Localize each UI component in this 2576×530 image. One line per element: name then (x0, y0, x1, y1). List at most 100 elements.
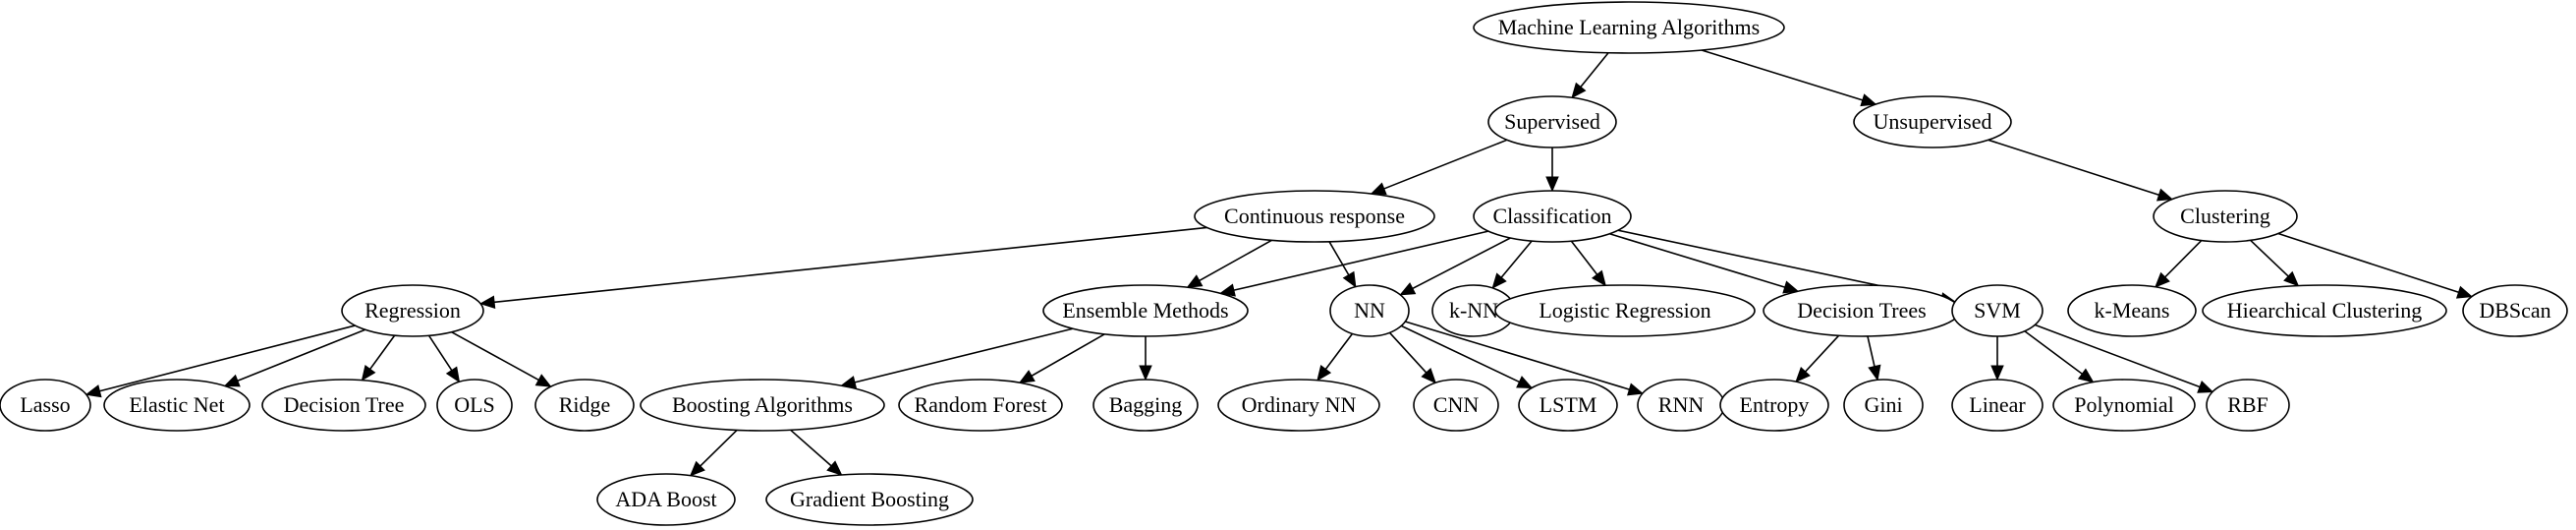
edge-svm-to-poly (2024, 330, 2095, 383)
node-label: Ensemble Methods (1062, 298, 1228, 323)
edge-line (1867, 335, 1876, 367)
arrowhead-icon (84, 384, 102, 398)
node-cnn: CNN (1413, 379, 1499, 432)
arrowhead-icon (1627, 383, 1645, 396)
node-rnn: RNN (1637, 379, 1725, 432)
node-label: Ordinary NN (1242, 392, 1357, 417)
arrowhead-icon (1018, 370, 1036, 383)
node-bag: Bagging (1092, 379, 1199, 432)
edge-ens-to-boost (840, 327, 1074, 389)
edge-line (700, 429, 738, 467)
node-label: Logistic Regression (1539, 298, 1710, 323)
edge-dt-to-ent (1795, 334, 1840, 383)
edge-clu-to-kmeans (2155, 239, 2203, 288)
edge-nn-to-rnn (1405, 321, 1645, 396)
node-label: k-Means (2095, 298, 2170, 323)
arrowhead-icon (1868, 364, 1881, 382)
node-ellipse (1951, 379, 2044, 432)
edge-line (237, 328, 366, 383)
node-label: Entropy (1740, 392, 1810, 417)
node-ellipse (765, 473, 974, 526)
node-lr: Logistic Regression (1494, 284, 1756, 337)
edge-boost-to-gb (790, 429, 843, 476)
edge-line (1031, 333, 1105, 377)
node-lin: Linear (1951, 379, 2044, 432)
node-svm: SVM (1951, 284, 2044, 337)
edge-line (427, 334, 453, 372)
edge-cont-to-nn (1328, 241, 1357, 288)
arrowhead-icon (1491, 272, 1507, 289)
node-gini: Gini (1843, 379, 1924, 432)
edge-line (493, 226, 1207, 304)
node-label: Decision Tree (284, 392, 405, 417)
node-ellipse (1092, 379, 1199, 432)
arrowhead-icon (1186, 274, 1204, 288)
arrowhead-icon (1860, 93, 1877, 107)
node-label: LSTM (1540, 392, 1597, 417)
edge-line (1199, 239, 1272, 282)
node-boost: Boosting Algorithms (640, 379, 885, 432)
node-ellipse (1329, 284, 1410, 337)
edge-line (1701, 49, 1864, 101)
node-reg: Regression (341, 284, 484, 337)
node-label: k-NN (1449, 298, 1498, 323)
node-cont: Continuous response (1194, 190, 1435, 243)
edge-clf-to-nn (1399, 237, 1511, 296)
node-ellipse (2052, 379, 2196, 432)
node-ellipse (596, 473, 736, 526)
arrowhead-icon (1545, 176, 1559, 193)
node-label: ADA Boost (615, 487, 716, 511)
edge-line (1570, 240, 1598, 275)
node-ols: OLS (436, 379, 513, 432)
node-ellipse (1494, 284, 1756, 337)
node-poly: Polynomial (2052, 379, 2196, 432)
arrowhead-icon (1139, 365, 1152, 382)
edge-mla-to-sup (1571, 52, 1609, 99)
edge-uns-to-clu (1988, 139, 2174, 202)
edge-svm-to-rbf (2035, 324, 2214, 393)
node-onn: Ordinary NN (1217, 379, 1380, 432)
node-ellipse (261, 379, 426, 432)
node-ridge: Ridge (534, 379, 635, 432)
node-ada: ADA Boost (596, 473, 736, 526)
arrowhead-icon (1782, 280, 1800, 294)
node-label: Supervised (1504, 109, 1600, 134)
arrowhead-icon (1342, 270, 1357, 288)
arrowhead-icon (445, 366, 461, 383)
node-label: Lasso (20, 392, 70, 417)
edge-line (1324, 332, 1354, 370)
edge-sup-to-clf (1545, 147, 1559, 193)
arrowhead-icon (1990, 365, 2004, 382)
node-ellipse (1843, 379, 1924, 432)
node-ellipse (2206, 379, 2290, 432)
arrowhead-icon (826, 460, 843, 476)
edge-reg-to-enet (223, 328, 366, 387)
node-label: Regression (364, 298, 461, 323)
edge-line (451, 331, 539, 382)
edge-line (1383, 139, 1508, 190)
edge-clf-to-lr (1570, 240, 1606, 287)
edge-reg-to-dtree (361, 334, 396, 382)
arrowhead-icon (2197, 381, 2214, 393)
edge-line (1609, 233, 1785, 288)
edge-reg-to-ridge (451, 331, 552, 387)
edge-line (1400, 324, 1520, 383)
arrowhead-icon (1399, 282, 1417, 296)
node-ellipse (1951, 284, 2044, 337)
node-dt: Decision Trees (1763, 284, 1961, 337)
node-lstm: LSTM (1518, 379, 1618, 432)
node-mla: Machine Learning Algorithms (1473, 1, 1785, 54)
node-ellipse (534, 379, 635, 432)
node-rbf: RBF (2206, 379, 2290, 432)
arrowhead-icon (361, 364, 376, 382)
node-ellipse (1719, 379, 1829, 432)
edge-nn-to-cnn (1388, 331, 1437, 384)
node-ellipse (436, 379, 513, 432)
edge-nn-to-lstm (1400, 324, 1534, 389)
node-rf: Random Forest (898, 379, 1063, 432)
edge-line (2250, 239, 2289, 277)
arrowhead-icon (2156, 188, 2174, 202)
node-ellipse (103, 379, 251, 432)
arrowhead-icon (689, 460, 705, 477)
